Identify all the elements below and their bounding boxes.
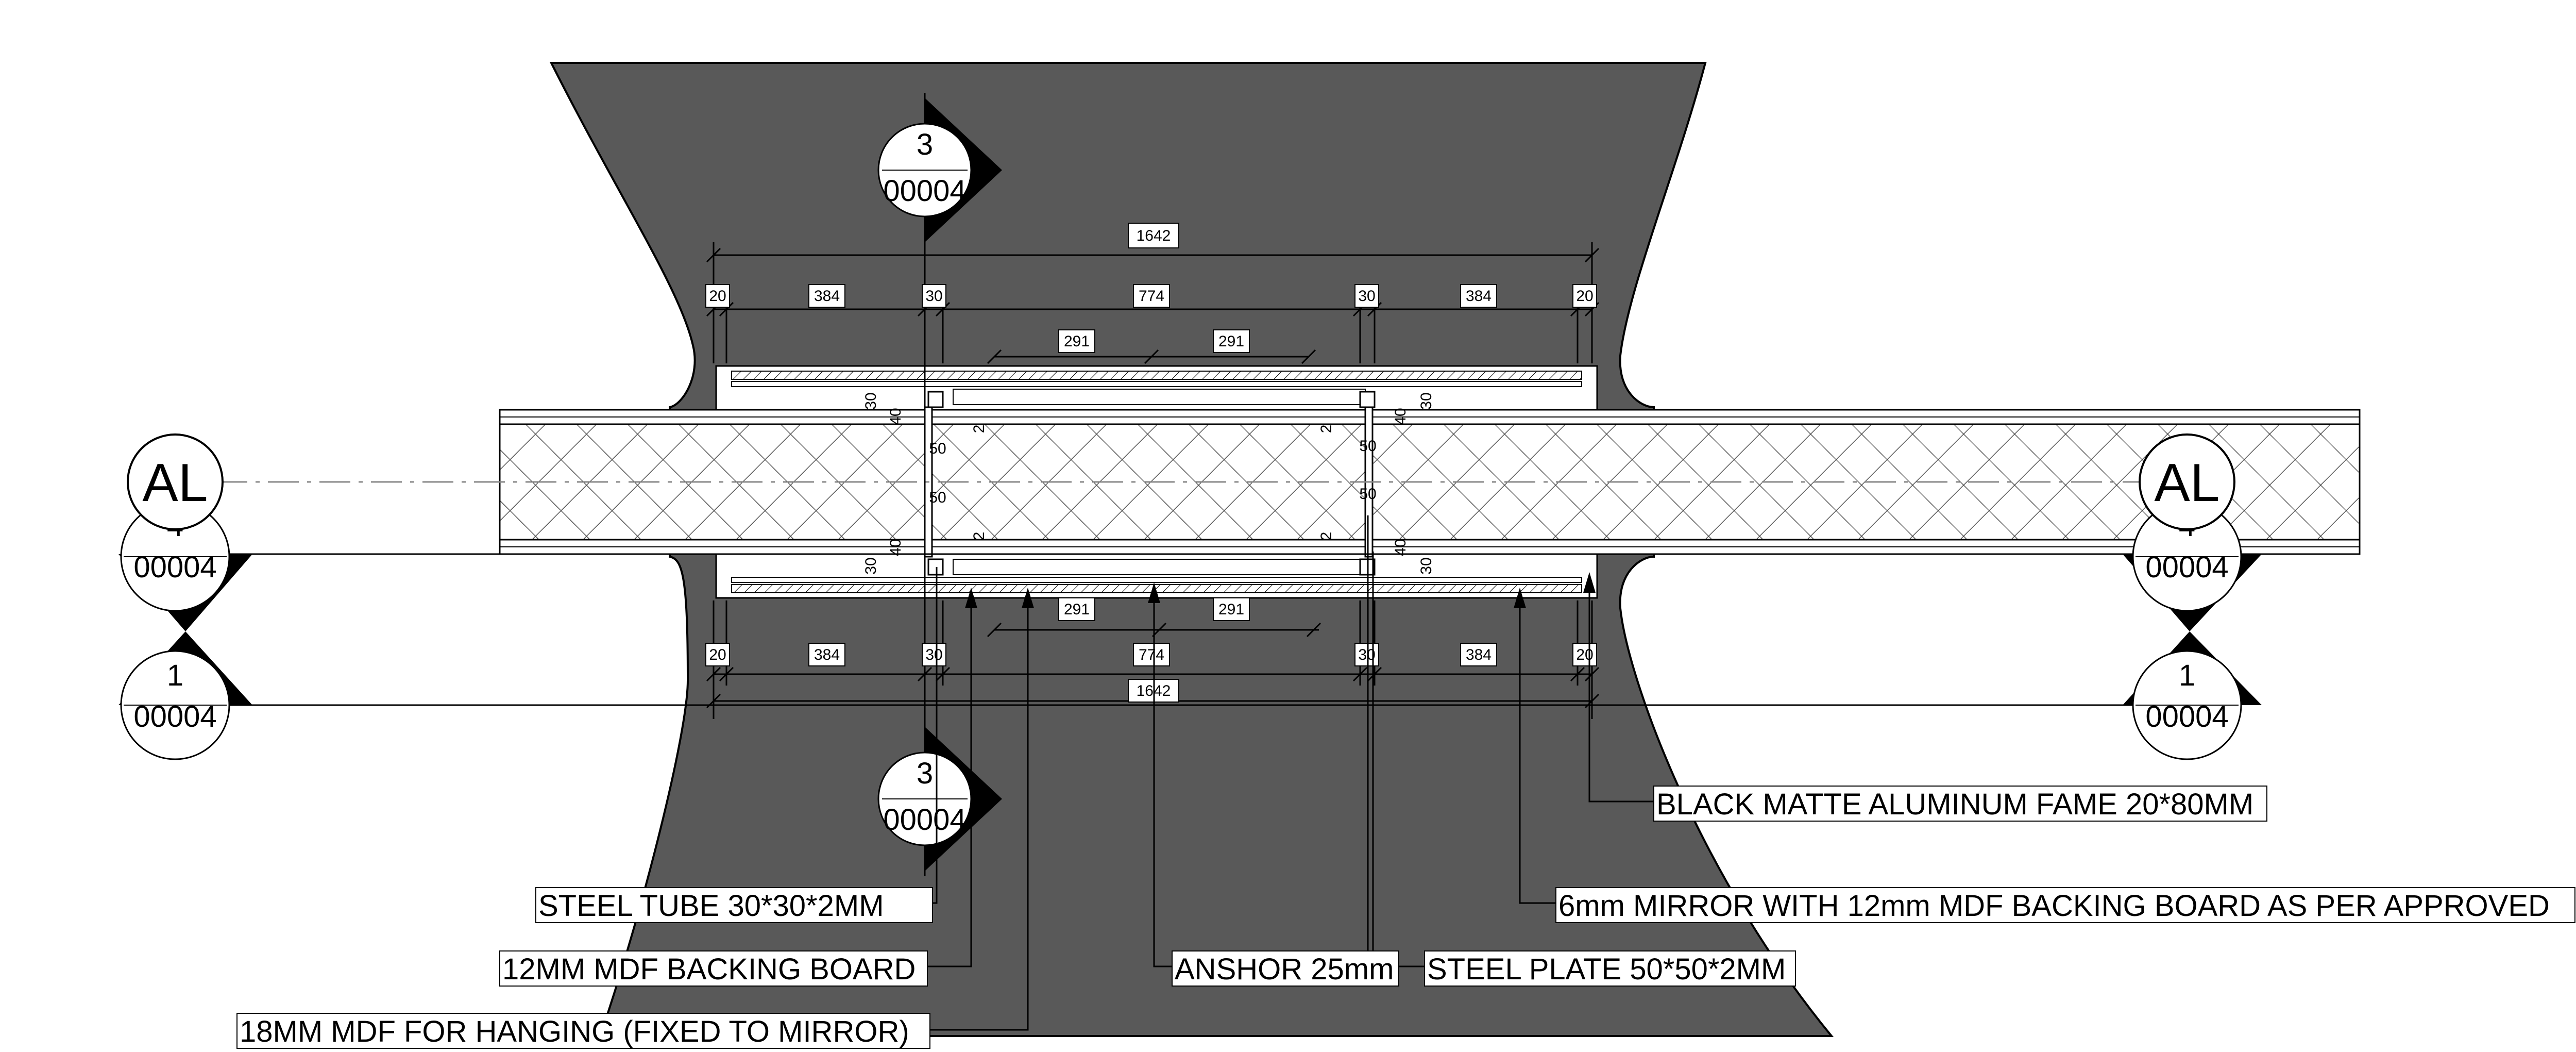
label-anchor: ANSHOR 25mm <box>1175 953 1394 986</box>
dim-overall-top: 1642 <box>1137 227 1171 244</box>
elevation-number: 1 <box>167 659 183 692</box>
dim-v-2: 2 <box>1318 532 1335 541</box>
dim-v-40: 40 <box>887 539 904 556</box>
elevation-callout-left: 4 00004 1 00004 <box>118 502 252 760</box>
elevation-sheet: 00004 <box>133 700 216 733</box>
label-steel-tube: STEEL TUBE 30*30*2MM <box>538 889 884 923</box>
vertical-dimensions: 30 40 2 50 50 2 40 30 2 50 40 30 50 2 40… <box>862 392 1435 574</box>
dim-291: 291 <box>1218 601 1244 618</box>
dim-20: 20 <box>1576 288 1593 305</box>
dim-20: 20 <box>709 288 726 305</box>
axis-bubble-left: AL <box>127 433 224 530</box>
mirror-assembly-top <box>715 365 1598 411</box>
dim-v-50: 50 <box>929 489 946 506</box>
dim-384: 384 <box>1466 288 1492 305</box>
dim-v-30: 30 <box>862 392 879 409</box>
dim-30: 30 <box>925 288 942 305</box>
elevation-number: 1 <box>2179 659 2195 692</box>
dim-774: 774 <box>1139 646 1164 663</box>
label-backing-board: 12MM MDF BACKING BOARD <box>502 953 916 986</box>
dim-30: 30 <box>1358 288 1375 305</box>
label-mirror: 6mm MIRROR WITH 12mm MDF BACKING BOARD A… <box>1558 889 2550 923</box>
top-dimension-labels: 1642 20 384 30 774 30 384 20 291 291 <box>705 223 1597 353</box>
steel-tubes <box>924 391 1376 576</box>
dim-v-2: 2 <box>971 425 988 433</box>
dim-384: 384 <box>1466 646 1492 663</box>
dim-v-50: 50 <box>1359 438 1376 455</box>
section-number: 3 <box>917 757 933 790</box>
section-number: 3 <box>917 128 933 161</box>
elevation-callout-right: 4 00004 1 00004 <box>2123 502 2262 760</box>
mirror-assembly-bottom <box>715 553 1598 599</box>
dim-v-30: 30 <box>1418 392 1435 409</box>
dim-v-30: 30 <box>862 557 879 574</box>
dim-291: 291 <box>1064 333 1090 350</box>
section-callout-bottom: 3 00004 <box>877 727 1002 871</box>
dim-v-30: 30 <box>1418 557 1435 574</box>
elevation-sheet: 00004 <box>2145 550 2228 584</box>
section-callout-top: 3 00004 <box>877 98 1002 242</box>
dim-384: 384 <box>814 288 840 305</box>
top-dimensions <box>706 242 1600 364</box>
dim-v-50: 50 <box>929 440 946 457</box>
label-steel-plate: STEEL PLATE 50*50*2MM <box>1427 953 1786 986</box>
dim-291: 291 <box>1064 601 1090 618</box>
dim-30: 30 <box>925 646 942 663</box>
dim-v-2: 2 <box>971 532 988 541</box>
label-hanging-mdf: 18MM MDF FOR HANGING (FIXED TO MIRROR) <box>240 1015 909 1048</box>
elevation-sheet: 00004 <box>2145 700 2228 733</box>
section-sheet: 00004 <box>883 174 966 208</box>
dim-384: 384 <box>814 646 840 663</box>
dim-291: 291 <box>1218 333 1244 350</box>
dim-v-40: 40 <box>887 408 904 425</box>
dim-v-2: 2 <box>1318 425 1335 433</box>
label-aluminum-frame: BLACK MATTE ALUMINUM FAME 20*80MM <box>1656 788 2253 821</box>
material-labels: BLACK MATTE ALUMINUM FAME 20*80MM 6mm MI… <box>236 786 2575 1049</box>
dim-v-40: 40 <box>1392 408 1409 425</box>
dim-20: 20 <box>709 646 726 663</box>
section-sheet: 00004 <box>883 803 966 837</box>
dim-v-40: 40 <box>1392 539 1409 556</box>
elevation-sheet: 00004 <box>133 550 216 584</box>
leader-arrowheads <box>965 572 1596 608</box>
axis-bubble-right: AL <box>2139 433 2235 530</box>
dim-v-50: 50 <box>1359 486 1376 503</box>
axis-label: AL <box>2154 453 2219 513</box>
dim-774: 774 <box>1139 288 1164 305</box>
dim-20: 20 <box>1576 646 1593 663</box>
axis-label: AL <box>142 453 208 513</box>
